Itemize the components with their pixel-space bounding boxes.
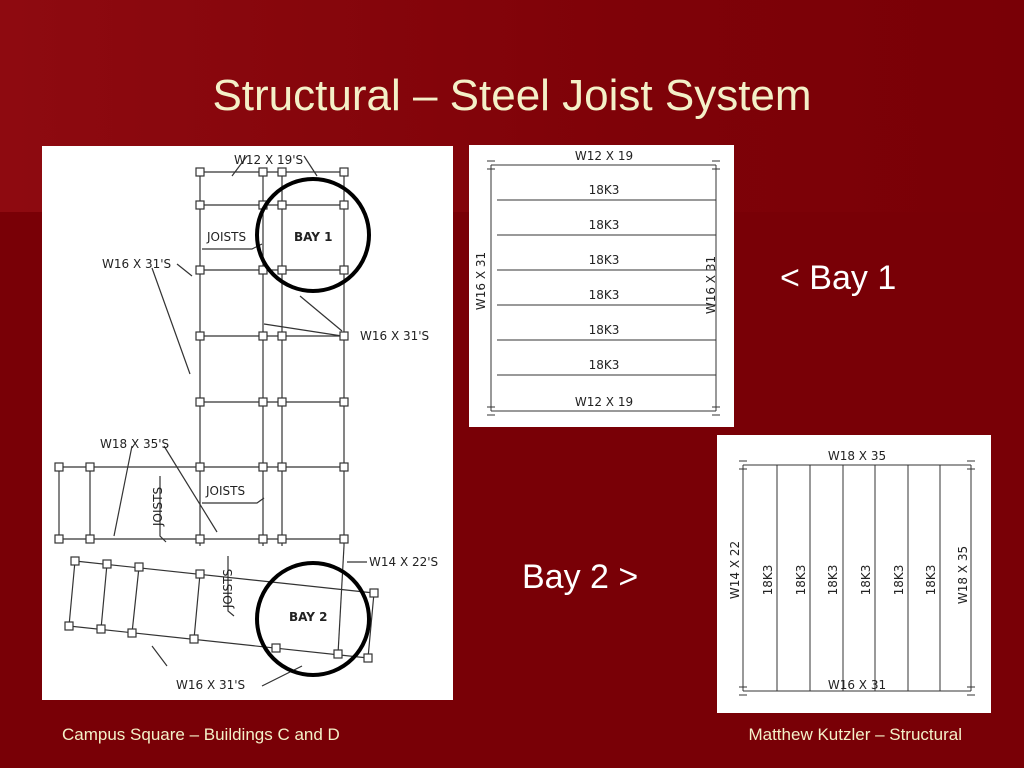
bay1-detail-drawing: W12 X 19 W12 X 19 W16 X 31 W16 X 31 18K3… [474, 149, 720, 416]
plan-label-w18: W18 X 35'S [100, 437, 169, 451]
bay1-circle [255, 177, 371, 293]
plan-label-w14: W14 X 22'S [369, 555, 438, 569]
bay1-joist: 18K3 [589, 358, 620, 372]
bay2-joist: 18K3 [761, 565, 775, 596]
plan-label-joists-vert-1: JOISTS [151, 487, 165, 527]
bay2-bottom-beam: W16 X 31 [828, 678, 886, 692]
bay1-joist: 18K3 [589, 253, 620, 267]
bay1-bottom-beam: W12 X 19 [575, 395, 633, 409]
footer-left: Campus Square – Buildings C and D [62, 725, 340, 744]
plan-label-joists-vert-2: JOISTS [221, 569, 235, 609]
plan-label-w16-left: W16 X 31'S [102, 257, 171, 271]
plan-label-joists-1: JOISTS [206, 230, 246, 244]
bay2-left-girder: W14 X 22 [728, 541, 742, 599]
plan-label-w16-right: W16 X 31'S [360, 329, 429, 343]
bay1-left-girder: W16 X 31 [474, 252, 488, 310]
bay1-joist: 18K3 [589, 288, 620, 302]
plan-label-bay1: BAY 1 [294, 230, 333, 244]
plan-label-w16-bottom: W16 X 31'S [176, 678, 245, 692]
bay2-joist: 18K3 [794, 565, 808, 596]
bay2-caption: Bay 2 > [522, 558, 639, 596]
bay2-top-beam: W18 X 35 [828, 449, 886, 463]
bay1-caption: < Bay 1 [780, 259, 897, 297]
bay2-joist: 18K3 [859, 565, 873, 596]
footer-right: Matthew Kutzler – Structural [748, 725, 962, 744]
bay1-joist: 18K3 [589, 183, 620, 197]
bay1-joist: 18K3 [589, 323, 620, 337]
slide-title: Structural – Steel Joist System [212, 71, 812, 120]
bay2-detail: W18 X 35 W16 X 31 W14 X 22 W18 X 35 18K3… [717, 435, 991, 713]
plan-label-joists-2: JOISTS [205, 484, 245, 498]
plan-label-bay2: BAY 2 [289, 610, 328, 624]
bay1-top-beam: W12 X 19 [575, 149, 633, 163]
bay2-circle [255, 561, 371, 677]
framing-plan-drawing: W12 X 19'S JOISTS BAY 1 W16 X 31'S W16 X… [54, 153, 438, 692]
framing-plan: W12 X 19'S JOISTS BAY 1 W16 X 31'S W16 X… [42, 146, 453, 700]
bay2-joist: 18K3 [924, 565, 938, 596]
bay1-joist: 18K3 [589, 218, 620, 232]
bay1-detail: W12 X 19 W12 X 19 W16 X 31 W16 X 31 18K3… [469, 145, 734, 427]
bay2-right-girder: W18 X 35 [956, 546, 970, 604]
bay2-joist: 18K3 [826, 565, 840, 596]
plan-label-w12: W12 X 19'S [234, 153, 303, 167]
bay1-right-girder: W16 X 31 [704, 256, 718, 314]
bay2-detail-drawing: W18 X 35 W16 X 31 W14 X 22 W18 X 35 18K3… [728, 449, 975, 696]
bay2-joist: 18K3 [892, 565, 906, 596]
